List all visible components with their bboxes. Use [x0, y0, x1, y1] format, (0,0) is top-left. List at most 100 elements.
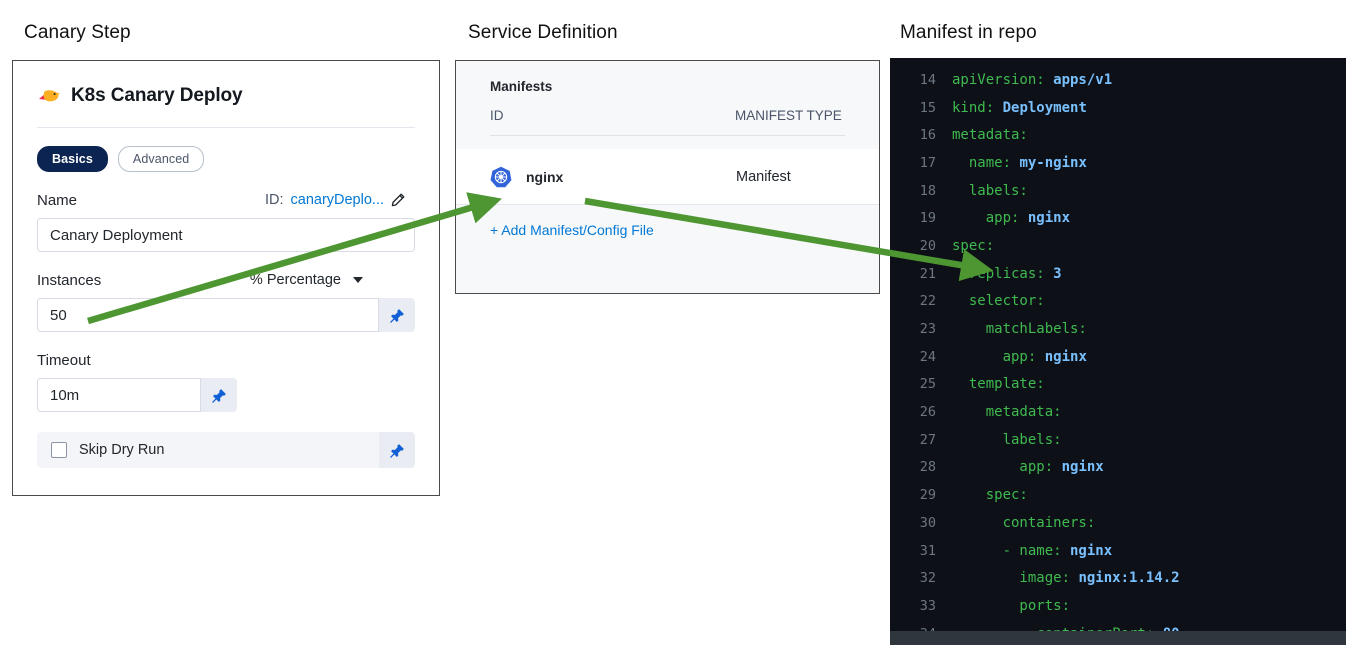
fields-block: Name ID: canaryDeplo... Canary Deploymen…: [13, 190, 439, 468]
line-number: 21: [919, 265, 936, 282]
instances-input-group: 50: [37, 298, 415, 332]
table-header-rule: [490, 135, 845, 136]
instances-pin-button[interactable]: [379, 298, 415, 332]
name-input[interactable]: Canary Deployment: [37, 218, 415, 252]
code-text: ports:: [952, 597, 1071, 614]
instances-input[interactable]: 50: [37, 298, 379, 332]
manifest-id: nginx: [526, 168, 564, 185]
pencil-icon[interactable]: [391, 193, 405, 207]
line-number: 19: [919, 210, 936, 227]
step-header: K8s Canary Deploy: [13, 61, 439, 107]
code-text: containers:: [952, 514, 1096, 531]
caption-canary-step: Canary Step: [24, 22, 131, 43]
code-line: 25 template:: [890, 371, 1346, 399]
manifests-table-header: ID MANIFEST TYPE: [456, 94, 879, 123]
step-title: K8s Canary Deploy: [71, 85, 243, 106]
code-text: - name: nginx: [952, 542, 1113, 559]
code-text: labels:: [952, 182, 1028, 199]
skip-dry-run-checkbox[interactable]: [51, 442, 67, 458]
code-line: 27 labels:: [890, 426, 1346, 454]
code-text: metadata:: [952, 127, 1028, 144]
manifest-type: Manifest: [736, 168, 791, 185]
manifests-section-title: Manifests: [490, 79, 553, 94]
line-number: 23: [919, 321, 936, 338]
timeout-input-group: 10m: [37, 378, 237, 412]
code-line: 28 app: nginx: [890, 454, 1346, 482]
tab-basics[interactable]: Basics: [37, 146, 108, 172]
code-text: spec:: [952, 487, 1028, 504]
kubernetes-icon: [490, 166, 512, 188]
code-line: 31 - name: nginx: [890, 537, 1346, 565]
code-line: 20 spec:: [890, 232, 1346, 260]
caption-manifest-in-repo: Manifest in repo: [900, 22, 1037, 43]
instances-label: Instances: [37, 271, 102, 289]
column-header-type: MANIFEST TYPE: [735, 108, 842, 123]
code-line: 33 ports:: [890, 592, 1346, 620]
chevron-down-icon: [353, 277, 363, 283]
code-text: spec:: [952, 237, 995, 254]
code-line: 26 metadata:: [890, 398, 1346, 426]
line-number: 30: [919, 514, 936, 531]
code-line: 22 selector:: [890, 288, 1346, 316]
code-text: template:: [952, 376, 1045, 393]
code-line: 23 matchLabels:: [890, 315, 1346, 343]
code-line: 30 containers:: [890, 509, 1346, 537]
code-line: 18 labels:: [890, 177, 1346, 205]
instances-unit-label: % Percentage: [249, 272, 341, 288]
code-text: matchLabels:: [952, 321, 1087, 338]
code-text: app: nginx: [952, 348, 1087, 365]
code-text: image: nginx:1.14.2: [952, 570, 1180, 587]
code-text: replicas: 3: [952, 265, 1062, 282]
code-text: metadata:: [952, 404, 1062, 421]
timeout-label-row: Timeout: [37, 350, 415, 370]
line-number: 32: [919, 570, 936, 587]
line-number: 25: [919, 376, 936, 393]
skip-dry-run-pin-button[interactable]: [379, 432, 415, 468]
canary-step-card: K8s Canary Deploy Basics Advanced Name I…: [12, 60, 440, 496]
line-number: 20: [919, 237, 936, 254]
line-number: 22: [919, 293, 936, 310]
code-line: 17 name: my-nginx: [890, 149, 1346, 177]
line-number: 28: [919, 459, 936, 476]
code-line: 29 spec:: [890, 481, 1346, 509]
line-number: 14: [919, 71, 936, 88]
add-manifest-link[interactable]: + Add Manifest/Config File: [490, 222, 654, 238]
name-label-row: Name ID: canaryDeplo...: [37, 190, 415, 210]
timeout-pin-button[interactable]: [201, 378, 237, 412]
column-header-id: ID: [490, 108, 504, 123]
tab-advanced[interactable]: Advanced: [117, 146, 205, 172]
code-line: 24 app: nginx: [890, 343, 1346, 371]
code-text: name: my-nginx: [952, 154, 1087, 171]
code-text: selector:: [952, 293, 1045, 310]
timeout-label: Timeout: [37, 351, 91, 369]
code-line: 32 image: nginx:1.14.2: [890, 564, 1346, 592]
harness-bird-icon: [37, 86, 61, 106]
line-number: 27: [919, 431, 936, 448]
line-number: 29: [919, 487, 936, 504]
id-group: ID: canaryDeplo...: [265, 192, 415, 208]
line-number: 26: [919, 404, 936, 421]
code-text: app: nginx: [952, 210, 1071, 227]
id-value[interactable]: canaryDeplo...: [290, 192, 385, 208]
line-number: 15: [919, 99, 936, 116]
line-number: 18: [919, 182, 936, 199]
caption-service-definition: Service Definition: [468, 22, 618, 43]
line-number: 33: [919, 597, 936, 614]
line-number: 24: [919, 348, 936, 365]
instances-unit-select[interactable]: % Percentage: [250, 272, 415, 288]
service-definition-card: Manifests ID MANIFEST TYPE nginx Manifes…: [455, 60, 880, 294]
code-text: labels:: [952, 431, 1062, 448]
code-line: 21 replicas: 3: [890, 260, 1346, 288]
skip-dry-run-label: Skip Dry Run: [79, 442, 165, 458]
header-divider: [37, 127, 415, 128]
table-row[interactable]: nginx Manifest: [456, 149, 879, 205]
code-viewer-footer-bar: [890, 631, 1346, 645]
code-text: app: nginx: [952, 459, 1104, 476]
skip-dry-run-row[interactable]: Skip Dry Run: [37, 432, 415, 468]
line-number: 17: [919, 154, 936, 171]
timeout-input[interactable]: 10m: [37, 378, 201, 412]
